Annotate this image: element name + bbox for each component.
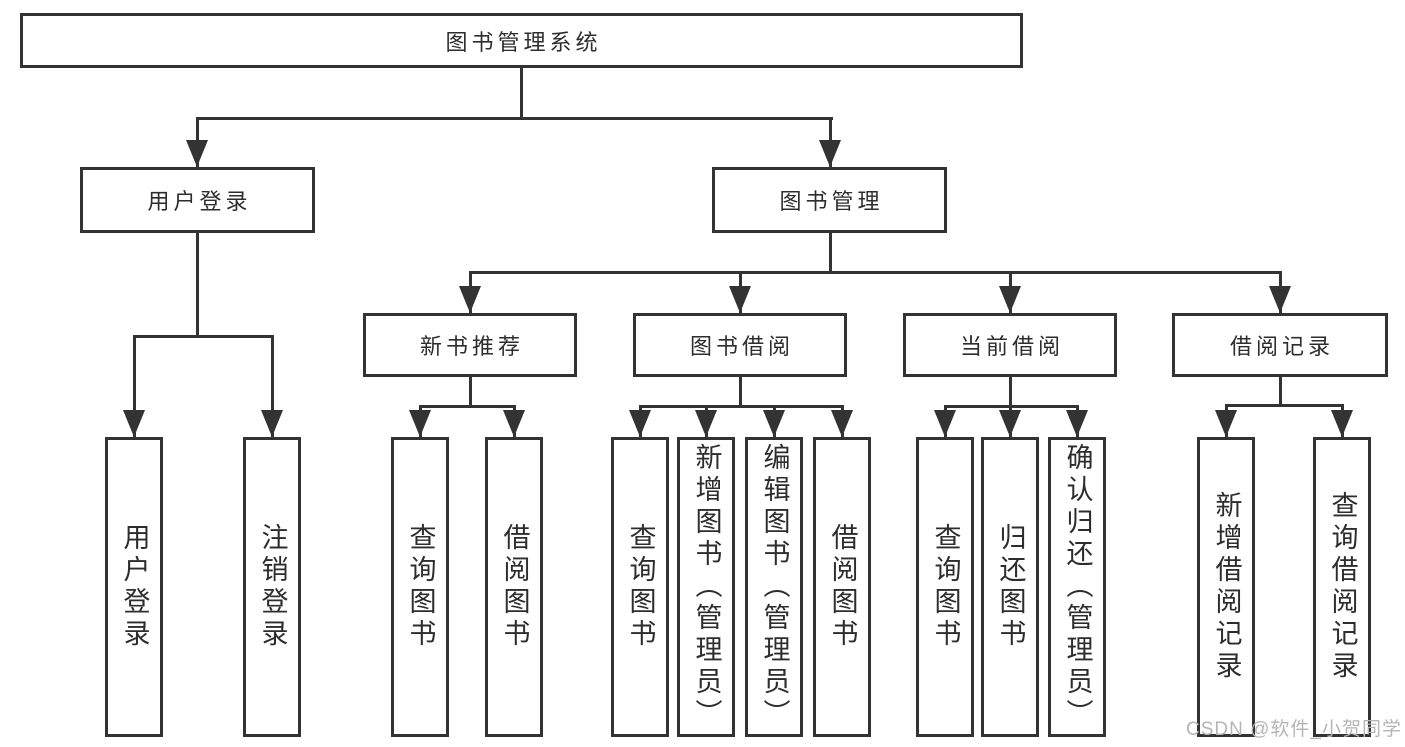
node-current-borrowing-label: 当前借阅 <box>959 334 1064 359</box>
arrowhead-down-icon <box>261 410 283 437</box>
arrowhead-down-icon <box>186 140 208 167</box>
connector-line <box>829 233 832 274</box>
csdn-watermark: CSDN @软件_小贺同学 <box>1186 719 1402 740</box>
leaf-query-borrow-record: 查询借阅记录 <box>1313 437 1371 737</box>
connector-line <box>1225 404 1344 407</box>
leaf-borrow-books-recommend-label: 借阅图书 <box>499 523 530 651</box>
arrowhead-down-icon <box>695 410 717 437</box>
node-library-system: 图书管理系统 <box>20 13 1023 68</box>
node-book-borrowing-label: 图书借阅 <box>689 334 794 359</box>
leaf-edit-books-admin-label: 编辑图书（管理员） <box>759 443 790 731</box>
node-library-system-label: 图书管理系统 <box>445 29 602 55</box>
leaf-return-books-label: 归还图书 <box>995 523 1026 651</box>
arrowhead-down-icon <box>409 410 431 437</box>
connector-line <box>271 335 274 437</box>
leaf-confirm-return-admin-label: 确认归还（管理员） <box>1062 443 1093 731</box>
arrowhead-down-icon <box>763 410 785 437</box>
leaf-confirm-return-admin: 确认归还（管理员） <box>1048 437 1106 737</box>
leaf-add-borrow-record: 新增借阅记录 <box>1197 437 1255 737</box>
node-user-login: 用户登录 <box>80 167 315 233</box>
connector-line <box>1279 377 1282 406</box>
arrowhead-down-icon <box>999 410 1021 437</box>
leaf-edit-books-admin: 编辑图书（管理员） <box>745 437 803 737</box>
arrowhead-down-icon <box>629 410 651 437</box>
node-new-book-recommendation-label: 新书推荐 <box>419 334 524 359</box>
leaf-add-borrow-record-label: 新增借阅记录 <box>1211 491 1242 683</box>
arrowhead-down-icon <box>934 410 956 437</box>
node-new-book-recommendation: 新书推荐 <box>363 313 577 377</box>
arrowhead-down-icon <box>831 410 853 437</box>
node-borrowing-records-label: 借阅记录 <box>1229 334 1334 359</box>
arrowhead-down-icon <box>459 286 481 313</box>
leaf-query-books-recommend-label: 查询图书 <box>405 523 436 651</box>
arrowhead-down-icon <box>1215 410 1237 437</box>
leaf-query-books-current: 查询图书 <box>916 437 974 737</box>
node-user-login-label: 用户登录 <box>147 189 252 214</box>
arrowhead-down-icon <box>999 286 1021 313</box>
node-book-management-label: 图书管理 <box>779 189 884 214</box>
connector-line <box>1009 377 1012 408</box>
arrowhead-down-icon <box>503 410 525 437</box>
connector-line <box>196 233 199 337</box>
arrowhead-down-icon <box>729 286 751 313</box>
leaf-borrow-books-recommend: 借阅图书 <box>485 437 543 737</box>
leaf-query-books-current-label: 查询图书 <box>930 523 961 651</box>
connector-line <box>196 117 833 120</box>
node-book-management: 图书管理 <box>712 167 947 233</box>
leaf-logout: 注销登录 <box>243 437 301 737</box>
connector-line <box>520 68 523 118</box>
leaf-add-books-admin-label: 新增图书（管理员） <box>691 443 722 731</box>
connector-line <box>469 377 472 408</box>
leaf-logout-label: 注销登录 <box>257 523 288 651</box>
connector-line <box>133 335 274 338</box>
leaf-return-books: 归还图书 <box>981 437 1039 737</box>
arrowhead-down-icon <box>123 410 145 437</box>
leaf-user-login: 用户登录 <box>105 437 163 737</box>
leaf-query-books-borrow: 查询图书 <box>611 437 669 737</box>
node-borrowing-records: 借阅记录 <box>1172 313 1388 377</box>
node-current-borrowing: 当前借阅 <box>903 313 1117 377</box>
arrowhead-down-icon <box>819 140 841 167</box>
arrowhead-down-icon <box>1066 410 1088 437</box>
connector-line <box>739 377 742 408</box>
leaf-user-login-label: 用户登录 <box>119 523 150 651</box>
arrowhead-down-icon <box>1269 286 1291 313</box>
connector-line <box>133 335 136 437</box>
leaf-borrow-books: 借阅图书 <box>813 437 871 737</box>
leaf-query-books-recommend: 查询图书 <box>391 437 449 737</box>
arrowhead-down-icon <box>1331 410 1353 437</box>
connector-line <box>419 405 516 408</box>
leaf-query-books-borrow-label: 查询图书 <box>625 523 656 651</box>
connector-line <box>639 405 844 408</box>
leaf-borrow-books-label: 借阅图书 <box>827 523 858 651</box>
node-book-borrowing: 图书借阅 <box>633 313 847 377</box>
leaf-query-borrow-record-label: 查询借阅记录 <box>1327 491 1358 683</box>
connector-line <box>469 271 1282 274</box>
leaf-add-books-admin: 新增图书（管理员） <box>677 437 735 737</box>
